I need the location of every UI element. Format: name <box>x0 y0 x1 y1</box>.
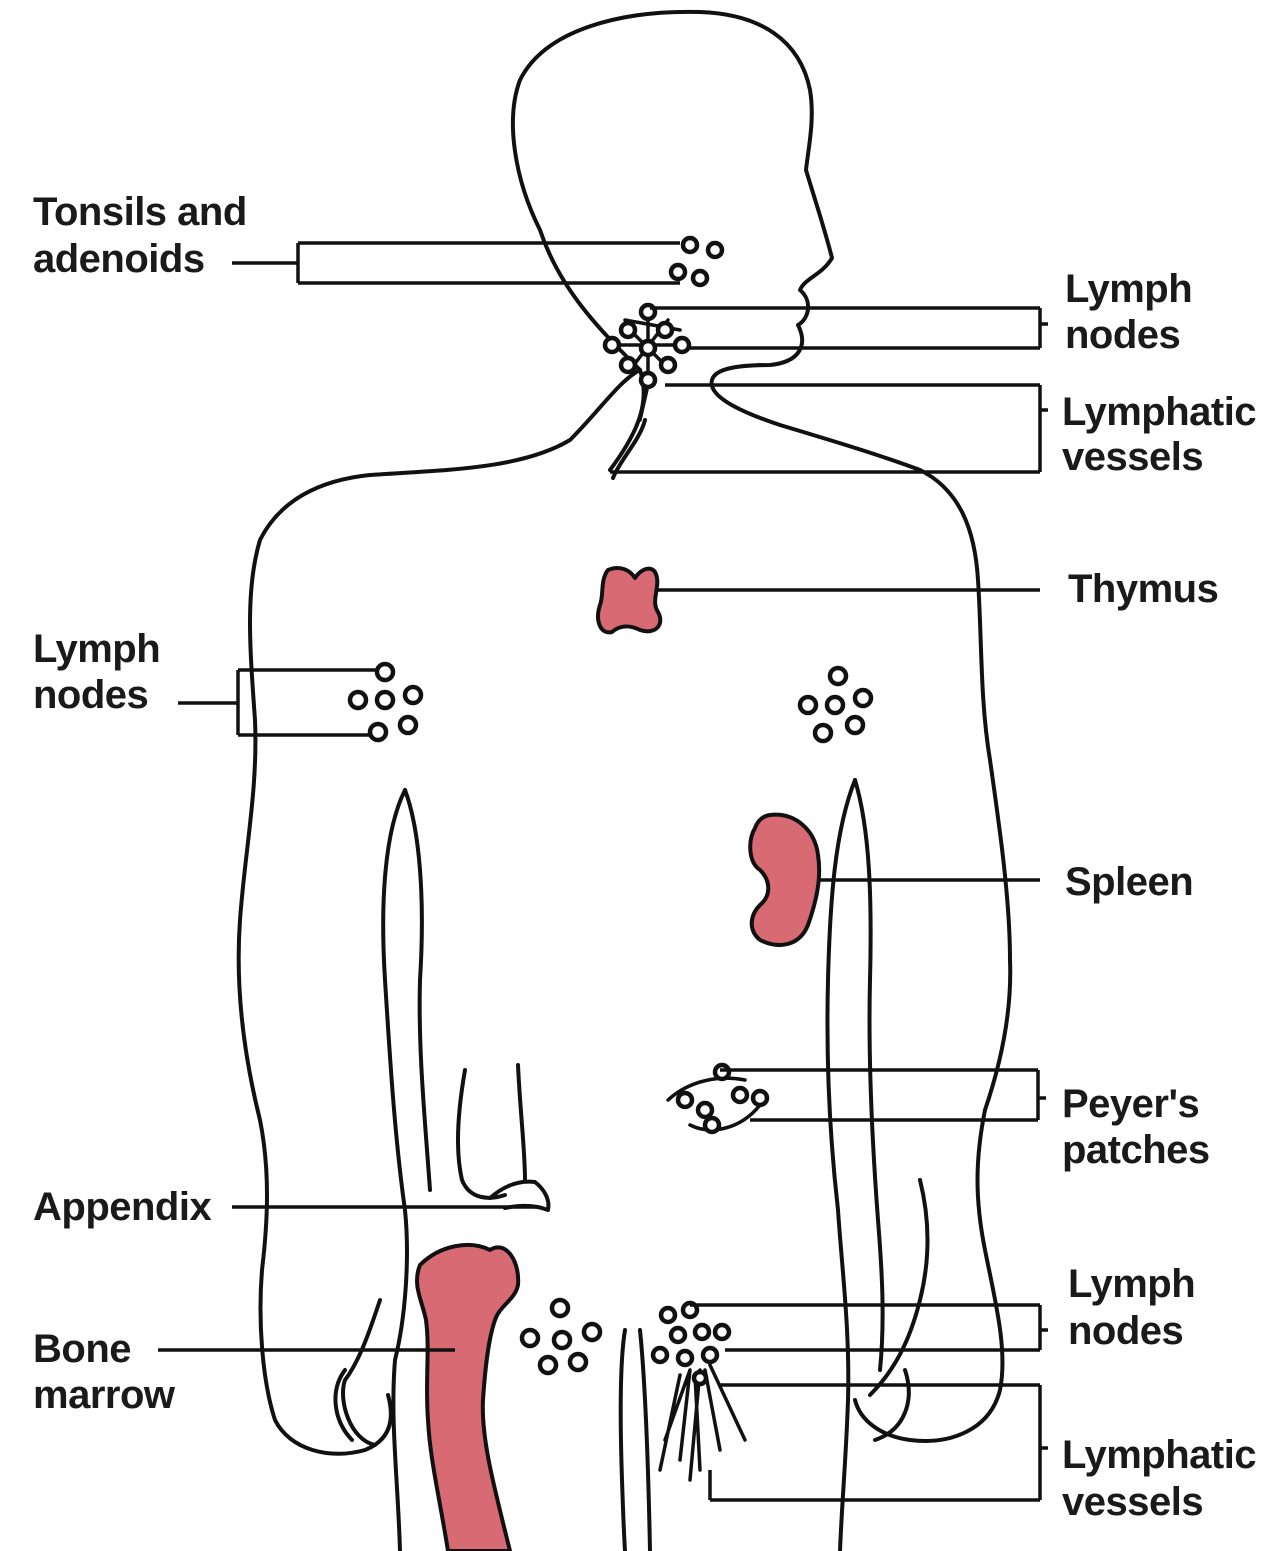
label-peyers-patches-line2: patches <box>1062 1128 1210 1172</box>
spleen-organ <box>750 815 819 945</box>
peyers-patches-nodes <box>668 1065 767 1132</box>
arm-lymph-nodes-right <box>800 668 871 741</box>
label-peyers-patches-line1: Peyer's <box>1062 1082 1199 1126</box>
neck-lymph-nodes <box>605 305 689 420</box>
label-lymph-nodes-neck-line1: Lymph <box>1065 267 1192 311</box>
label-lymph-nodes-groin-line2: nodes <box>1068 1309 1183 1353</box>
label-lymphatic-vessels-neck-line1: Lymphatic <box>1062 390 1256 434</box>
label-lymph-nodes-groin-line1: Lymph <box>1068 1262 1195 1306</box>
label-spleen: Spleen <box>1065 860 1193 904</box>
label-lymphatic-vessels-groin-line1: Lymphatic <box>1062 1433 1256 1477</box>
label-bone-marrow-line1: Bone <box>33 1327 131 1371</box>
label-thymus: Thymus <box>1068 567 1218 611</box>
tonsil-nodes <box>671 238 722 285</box>
groin-lymph-nodes-right <box>653 1303 745 1480</box>
label-bone-marrow-line2: marrow <box>33 1373 176 1417</box>
label-lymph-nodes-neck-line2: nodes <box>1065 313 1180 357</box>
label-tonsils-line1: Tonsils and <box>33 190 247 234</box>
label-lymphatic-vessels-neck-line2: vessels <box>1062 435 1203 479</box>
label-tonsils-line2: adenoids <box>33 237 205 281</box>
thymus-organ <box>598 568 660 632</box>
label-lymphatic-vessels-groin-line2: vessels <box>1062 1480 1203 1524</box>
arm-lymph-nodes-left <box>350 664 421 740</box>
groin-lymph-nodes-left <box>522 1300 600 1373</box>
label-lymph-nodes-arm-line1: Lymph <box>33 627 160 671</box>
leader-lines <box>158 243 1048 1500</box>
label-lymph-nodes-arm-line2: nodes <box>33 673 148 717</box>
bone-marrow-organ <box>417 1245 518 1551</box>
label-appendix: Appendix <box>33 1185 211 1229</box>
